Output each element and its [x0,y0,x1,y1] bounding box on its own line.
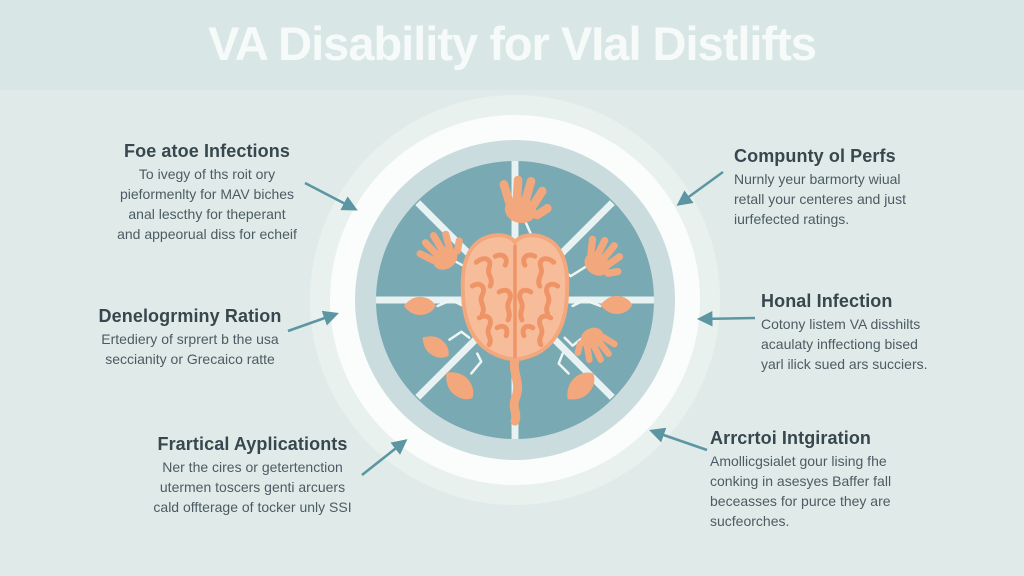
callout-top-left-body: To ivegy of ths roit ory pieformenlty fo… [117,166,297,242]
callout-middle-right-body: Cotony listem VA disshilts acaulaty inff… [761,316,928,372]
callout-top-right-body: Nurnly yeur barmorty wiual retall your c… [734,171,906,227]
brain-icon [460,233,570,426]
leaf-lower-left-icon [417,330,454,364]
callout-bottom-left: Frartical Ayplicationts Ner the cires or… [120,434,385,518]
hand-top-icon [497,176,552,228]
callout-bottom-right-body: Amollicgsialet gour lising fhe conking i… [710,453,892,529]
callout-top-left-heading: Foe atoe Infections [124,141,290,161]
callout-top-left: Foe atoe Infections To ivegy of ths roit… [82,141,332,245]
callout-middle-right-heading: Honal Infection [761,291,893,311]
hand-upper-right-icon [576,233,629,285]
page-title: VA Disability for VIal Distlifts [208,17,817,70]
hand-upper-left-icon [416,225,469,277]
callout-bottom-right: Arrcrtoi Intgiration Amollicgsialet gour… [710,428,945,532]
callout-middle-right: Honal Infection Cotony listem VA disshil… [761,291,976,375]
title-band [0,0,1024,90]
callout-bottom-left-body: Ner the cires or getertenction utermen t… [153,459,352,515]
callout-middle-left-body: Ertediery of srprert b the usa seccianit… [101,331,279,367]
callout-top-right-heading: Compunty ol Perfs [734,146,896,166]
central-diagram-circle [376,161,654,439]
brain-diagram [376,161,654,439]
callout-top-right: Compunty ol Perfs Nurnly yeur barmorty w… [734,146,969,230]
callout-middle-left-heading: Denelogrminy Ration [98,306,282,326]
callout-bottom-left-heading: Frartical Ayplicationts [157,434,348,454]
callout-middle-left: Denelogrminy Ration Ertediery of srprert… [70,306,310,370]
callout-bottom-right-heading: Arrcrtoi Intgiration [710,428,872,448]
